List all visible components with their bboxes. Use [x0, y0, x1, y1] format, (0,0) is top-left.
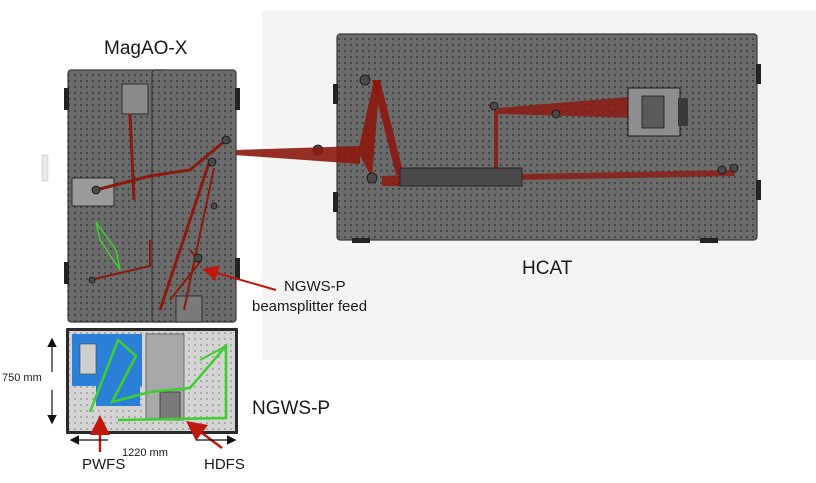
hcat-table: [312, 33, 761, 243]
hdfs-label: HDFS: [204, 456, 245, 473]
magaox-table: [64, 69, 240, 323]
magaox-label: MagAO-X: [104, 38, 188, 59]
ngwsp-label: NGWS-P: [252, 398, 331, 419]
height-dimension-label: 750 mm: [2, 372, 42, 384]
hdfs-arrow: [186, 421, 223, 449]
hcat-label: HCAT: [522, 258, 573, 279]
left-edge-tab: [41, 154, 49, 182]
ngwsp-feed-label-line1: NGWS-P: [284, 278, 346, 295]
ngwsp-bench: [66, 328, 238, 434]
ngwsp-feed-arrow: [202, 265, 277, 291]
width-dimension-label: 1220 mm: [122, 447, 168, 459]
ngwsp-feed-label-line2: beamsplitter feed: [252, 298, 368, 315]
pwfs-label: PWFS: [82, 456, 126, 473]
interbench-beam: [234, 146, 360, 164]
